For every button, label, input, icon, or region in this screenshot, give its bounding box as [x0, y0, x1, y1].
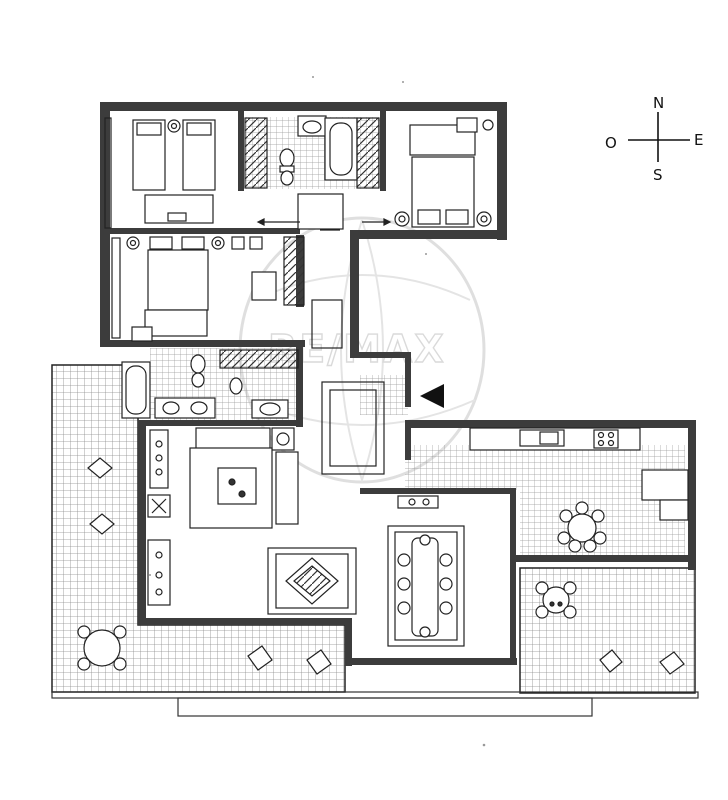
bedroom-double	[111, 236, 305, 342]
bedroom-master	[394, 117, 494, 228]
bathroom-north	[244, 115, 380, 230]
compass: N S E O	[605, 94, 703, 184]
entrance-arrow-icon	[420, 384, 444, 408]
compass-north-label: N	[653, 94, 664, 112]
scan-specks	[149, 76, 486, 747]
bedroom-twin	[104, 117, 216, 229]
dining-area	[387, 495, 465, 647]
terrace-furniture	[77, 457, 685, 675]
bathroom-west	[121, 349, 299, 419]
living-room	[147, 427, 357, 615]
kitchen-floor	[405, 445, 685, 490]
kitchen	[469, 427, 689, 553]
compass-east-label: E	[694, 131, 703, 149]
compass-south-label: S	[653, 166, 663, 184]
entrance-hall	[256, 218, 392, 475]
base-lines	[51, 691, 699, 717]
compass-west-label: O	[605, 134, 617, 152]
